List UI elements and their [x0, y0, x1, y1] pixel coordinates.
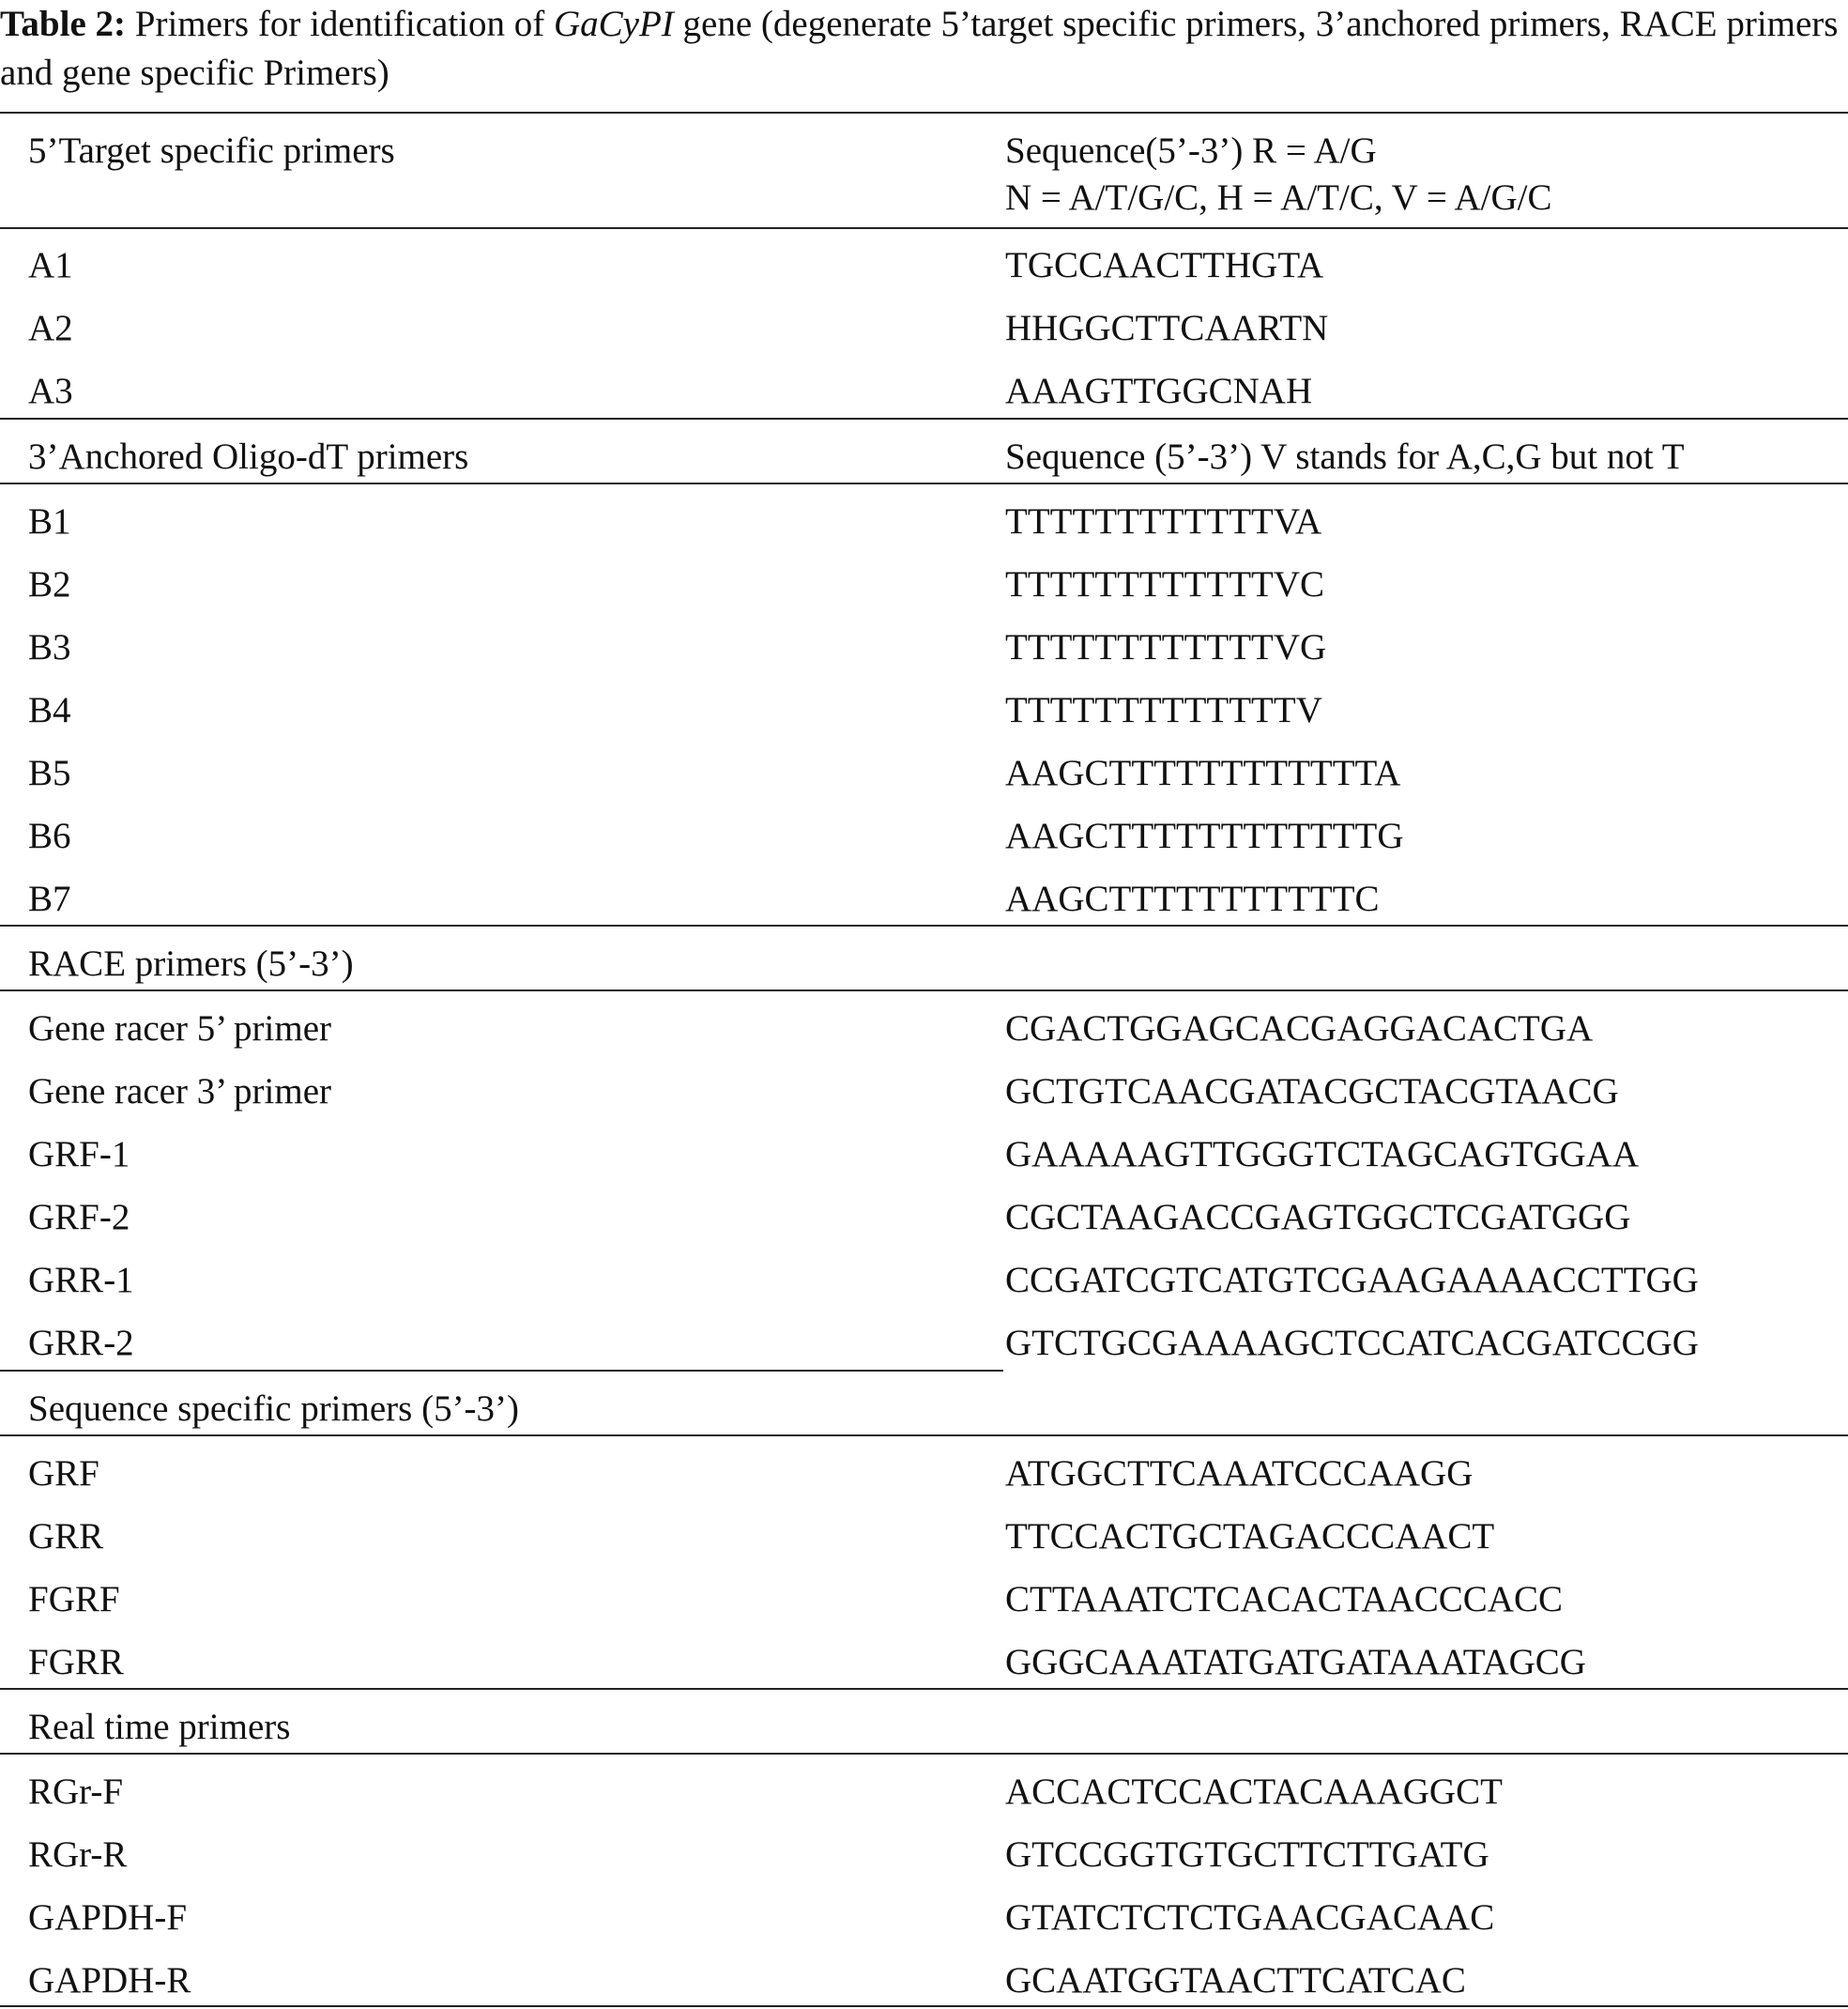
row-sequence: GTATCTCTCTGAACGACAAC — [1005, 1897, 1495, 1938]
row-name: B1 — [28, 501, 71, 542]
row-name: GRF-2 — [28, 1197, 130, 1237]
section-rule — [0, 925, 1848, 927]
table-label: Table 2: — [0, 4, 127, 44]
row-name: GRR-2 — [28, 1323, 134, 1363]
row-sequence: ACCACTCCACTACAAAGGCT — [1005, 1771, 1503, 1812]
section-rule — [0, 1370, 1003, 1372]
row-sequence: GCTGTCAACGATACGCTACGTAACG — [1005, 1071, 1619, 1112]
row-name: GRF-1 — [28, 1134, 130, 1174]
row-name: GAPDH-F — [28, 1897, 188, 1938]
row-sequence: AAGCTTTTTTTTTTTTA — [1005, 753, 1401, 793]
row-name: RGr-R — [28, 1834, 128, 1875]
table-caption: Table 2: Primers for identification of G… — [0, 0, 1848, 98]
row-name: B5 — [28, 753, 71, 793]
row-sequence: HHGGCTTCAARTN — [1005, 308, 1329, 348]
row-name: A1 — [28, 245, 73, 285]
row-name: A2 — [28, 308, 73, 348]
section-rule — [0, 1688, 1848, 1690]
row-sequence: TTTTTTTTTTTTVG — [1005, 627, 1327, 667]
row-name: GAPDH-R — [28, 1960, 191, 2001]
row-sequence: GAAAAAGTTGGGTCTAGCAGTGGAA — [1005, 1134, 1639, 1174]
section-rule — [0, 483, 1848, 484]
row-name: GRR — [28, 1516, 104, 1557]
section-rule — [0, 1434, 1848, 1436]
caption-text: Primers for identification of — [134, 4, 554, 44]
row-name: FGRF — [28, 1579, 120, 1619]
section-title: Real time primers — [28, 1707, 291, 1747]
row-name: FGRR — [28, 1642, 124, 1682]
row-name: RGr-F — [28, 1771, 124, 1812]
row-sequence: TTTTTTTTTTTTVC — [1005, 564, 1325, 605]
row-sequence: GGGCAAATATGATGATAAATAGCG — [1005, 1642, 1586, 1682]
row-sequence: TTTTTTTTTTTTTV — [1005, 690, 1322, 730]
section-rule — [0, 989, 1848, 991]
row-sequence: CTTAAATCTCACACTAACCCACC — [1005, 1579, 1563, 1619]
row-sequence: AAGCTTTTTTTTTTTTG — [1005, 816, 1404, 856]
row-sequence: TGCCAACTTHGTA — [1005, 245, 1324, 285]
row-name: B2 — [28, 564, 71, 605]
row-name: Gene racer 5’ primer — [28, 1008, 331, 1049]
gene-name: GaCyPI — [553, 4, 674, 44]
row-sequence: GTCTGCGAAAAGCTCCATCACGATCCGG — [1005, 1323, 1699, 1363]
row-sequence: CGACTGGAGCACGAGGACACTGA — [1005, 1008, 1594, 1049]
row-sequence: AAGCTTTTTTTTTTTC — [1005, 879, 1380, 919]
row-name: Gene racer 3’ primer — [28, 1071, 331, 1112]
table-top-rule — [0, 112, 1848, 114]
section-rule — [0, 418, 1848, 420]
header-rule — [0, 227, 1848, 229]
row-name: B6 — [28, 816, 71, 856]
row-name: B7 — [28, 879, 71, 919]
row-name: B3 — [28, 627, 71, 667]
section-rule — [0, 1753, 1848, 1755]
row-sequence: CCGATCGTCATGTCGAAGAAAACCTTGG — [1005, 1260, 1699, 1300]
section-title: Sequence specific primers (5’-3’) — [28, 1388, 520, 1429]
row-sequence: TTCCACTGCTAGACCCAACT — [1005, 1516, 1495, 1557]
caption-text-rest: gene (degenerate 5’target specific prime… — [0, 4, 1839, 93]
header-col2-line1: Sequence(5’-3’) R = A/G — [1005, 130, 1377, 171]
row-sequence: GTCCGGTGTGCTTCTTGATG — [1005, 1834, 1489, 1875]
section-title: RACE primers (5’-3’) — [28, 943, 354, 984]
table-bottom-rule — [0, 2005, 1848, 2007]
row-name: B4 — [28, 690, 71, 730]
section-col2-header: Sequence (5’-3’) V stands for A,C,G but … — [1005, 437, 1685, 477]
row-sequence: GCAATGGTAACTTCATCAC — [1005, 1960, 1466, 2001]
header-col2-line2: N = A/T/G/C, H = A/T/C, V = A/G/C — [1005, 177, 1552, 218]
header-col1: 5’Target specific primers — [28, 130, 395, 171]
row-name: GRR-1 — [28, 1260, 134, 1300]
row-name: GRF — [28, 1453, 99, 1494]
row-sequence: TTTTTTTTTTTTVA — [1005, 501, 1322, 542]
section-title: 3’Anchored Oligo-dT primers — [28, 437, 469, 477]
row-sequence: ATGGCTTCAAATCCCAAGG — [1005, 1453, 1474, 1494]
row-sequence: AAAGTTGGCNAH — [1005, 371, 1313, 411]
row-sequence: CGCTAAGACCGAGTGGCTCGATGGG — [1005, 1197, 1631, 1237]
row-name: A3 — [28, 371, 73, 411]
